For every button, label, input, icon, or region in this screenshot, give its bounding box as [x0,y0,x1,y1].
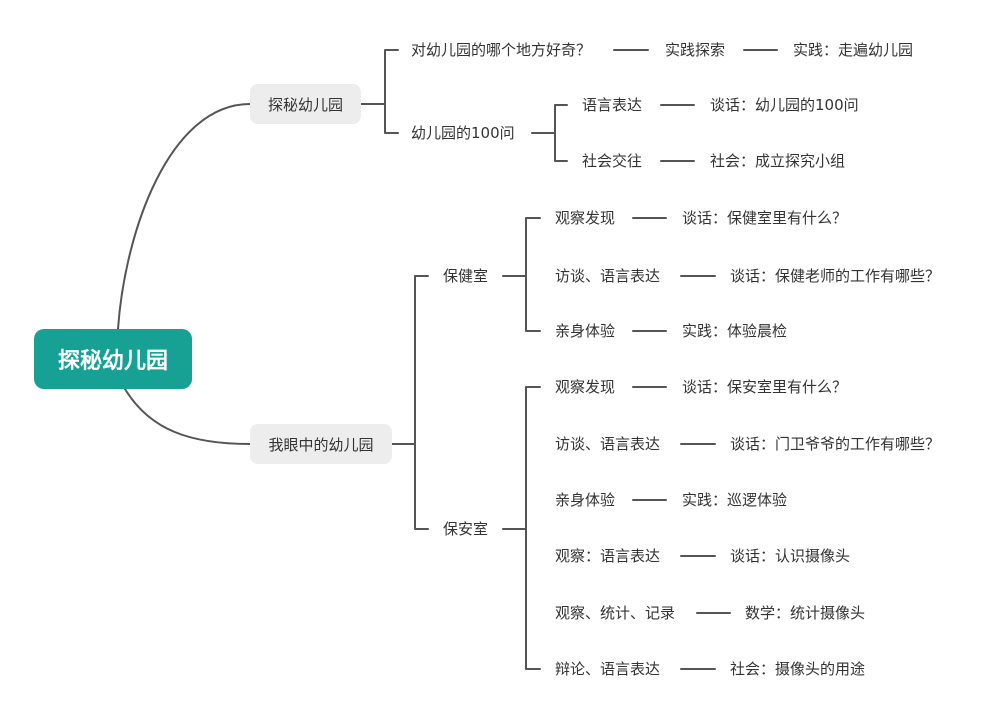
node-security-camera-use[interactable]: 社会：摄像头的用途 [730,660,866,678]
node-security-statistics[interactable]: 观察、统计、记录 [555,604,676,622]
node-practice-explore[interactable]: 实践探索 [665,41,726,59]
node-security-observe-language[interactable]: 观察：语言表达 [555,547,661,565]
node-health-room[interactable]: 保健室 [443,267,489,285]
branch-1-node[interactable]: 探秘幼儿园 [250,84,361,124]
node-security-patrol[interactable]: 实践：巡逻体验 [682,491,788,509]
node-talk-100q[interactable]: 谈话：幼儿园的100问 [710,96,859,114]
connector-health-room [502,217,541,332]
node-social[interactable]: 社会交往 [582,152,643,170]
connector-health-room-leaves [632,217,716,332]
node-health-observe[interactable]: 观察发现 [555,209,616,227]
node-health-observe-talk[interactable]: 谈话：保健室里有什么？ [682,209,848,227]
connector-100q-leaves [660,104,695,162]
node-100-questions[interactable]: 幼儿园的100问 [411,124,515,142]
node-practice-walk[interactable]: 实践：走遍幼儿园 [793,41,914,59]
node-security-camera-math[interactable]: 数学：统计摄像头 [745,604,866,622]
node-health-experience[interactable]: 亲身体验 [555,322,616,340]
node-curious[interactable]: 对幼儿园的哪个地方好奇？ [411,41,592,59]
node-security-camera-talk[interactable]: 谈话：认识摄像头 [730,547,851,565]
node-security-debate[interactable]: 辩论、语言表达 [555,660,661,678]
connector-root-branch-2 [124,388,251,445]
connector-branch-1 [360,49,399,134]
node-health-interview[interactable]: 访谈、语言表达 [555,267,661,285]
node-language[interactable]: 语言表达 [582,96,643,114]
connector-security-room [502,386,541,670]
connector-security-room-leaves [632,386,731,670]
branch-2-node[interactable]: 我眼中的幼儿园 [250,424,392,464]
node-security-interview-talk[interactable]: 谈话：门卫爷爷的工作有哪些？ [730,435,941,453]
connector-100q [531,104,568,162]
connector-branch-2 [391,275,429,530]
root-node[interactable]: 探秘幼儿园 [34,329,192,389]
node-security-interview[interactable]: 访谈、语言表达 [555,435,661,453]
node-security-experience[interactable]: 亲身体验 [555,491,616,509]
node-security-observe[interactable]: 观察发现 [555,378,616,396]
node-security-room[interactable]: 保安室 [443,520,489,538]
node-security-observe-talk[interactable]: 谈话：保安室里有什么？ [682,378,848,396]
connector-root-branch-1 [117,103,251,330]
node-health-experience-practice[interactable]: 实践：体验晨检 [682,322,788,340]
node-social-group[interactable]: 社会：成立探究小组 [710,152,846,170]
node-health-interview-talk[interactable]: 谈话：保健老师的工作有哪些？ [730,267,941,285]
